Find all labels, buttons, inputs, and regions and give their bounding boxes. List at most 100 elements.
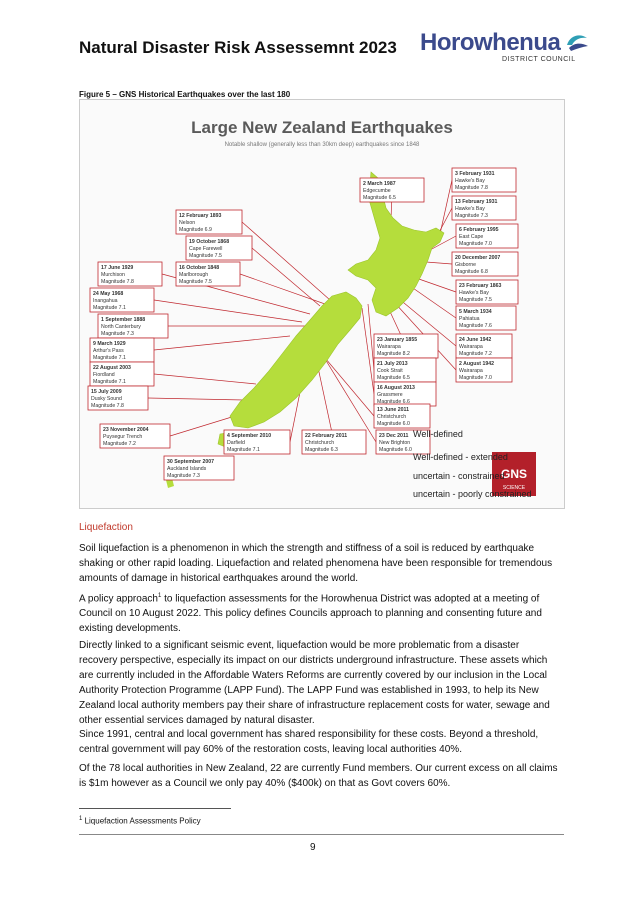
quake-magnitude: Magnitude 6.5 xyxy=(363,195,396,201)
quake-date: 24 June 1942 xyxy=(459,337,491,343)
earthquake-map: Large New Zealand Earthquakes Notable sh… xyxy=(87,118,536,496)
quake-label-box xyxy=(373,381,437,407)
quake-label-box xyxy=(455,305,517,331)
pointer-line xyxy=(321,353,377,443)
quake-date: 9 March 1929 xyxy=(93,341,126,347)
paragraph-3: Directly linked to a significant seismic… xyxy=(79,640,550,726)
quake-magnitude: Magnitude 7.1 xyxy=(93,305,126,311)
quake-magnitude: Magnitude 7.0 xyxy=(459,241,492,247)
quake-magnitude: Magnitude 6.6 xyxy=(377,399,410,405)
quake-label-box xyxy=(89,337,155,363)
quake-date: 23 February 1863 xyxy=(459,283,502,289)
quake-magnitude: Magnitude 7.0 xyxy=(459,375,492,381)
quake-date: 4 September 2010 xyxy=(227,433,271,439)
quake-place: Cape Farewell xyxy=(189,246,222,252)
quake-date: 23 November 2004 xyxy=(103,427,149,433)
paragraph-2: A policy approach1 to liquefaction asses… xyxy=(79,589,559,636)
footnote-text: Liquefaction Assessments Policy xyxy=(84,816,201,826)
quake-place: Puysegur Trench xyxy=(103,434,142,440)
pointer-line xyxy=(315,357,335,443)
paragraph-2-start: A policy approach xyxy=(79,593,158,605)
legend-uncertain-poorly-constrained: uncertain - poorly constrained xyxy=(413,489,532,499)
section-heading: Liquefaction xyxy=(79,522,133,533)
pointer-line xyxy=(439,179,453,235)
pointer-line xyxy=(319,351,375,417)
footnote: 1 Liquefaction Assessments Policy xyxy=(79,816,201,826)
quake-date: 30 September 2007 xyxy=(167,459,214,465)
quake-date: 16 October 1848 xyxy=(179,265,219,271)
quake-label-box xyxy=(89,361,155,387)
pointer-line xyxy=(397,297,457,347)
paragraph-1: Soil liquefaction is a phenomenon in whi… xyxy=(79,543,553,584)
quake-label-box xyxy=(175,209,243,235)
legend-well-defined: Well-defined xyxy=(413,429,463,439)
logo-wordmark: Horowhenua xyxy=(420,29,561,56)
quake-magnitude: Magnitude 7.3 xyxy=(101,331,134,337)
quake-label-box xyxy=(373,333,439,359)
quake-date: 24 May 1968 xyxy=(93,291,123,297)
quake-date: 15 July 2009 xyxy=(91,389,122,395)
quake-label-box xyxy=(451,167,517,193)
quake-place: Hawke's Bay xyxy=(455,178,485,184)
quake-magnitude: Magnitude 8.2 xyxy=(377,351,410,357)
quake-place: Auckland Islands xyxy=(167,466,207,472)
paragraph-5: Of the 78 local authorities in New Zeala… xyxy=(79,763,558,789)
quake-label-box xyxy=(87,385,149,411)
quake-magnitude: Magnitude 6.9 xyxy=(179,227,212,233)
quake-place: Wairarapa xyxy=(377,344,401,350)
quake-date: 21 July 2013 xyxy=(377,361,408,367)
quake-place: Inangahua xyxy=(93,298,118,304)
quake-date: 2 March 1987 xyxy=(363,181,396,187)
page-number: 9 xyxy=(310,842,316,853)
quake-date: 17 June 1929 xyxy=(101,265,133,271)
pointer-line xyxy=(425,261,453,265)
quake-magnitude: Magnitude 7.5 xyxy=(189,253,222,259)
quake-date: 13 June 2011 xyxy=(377,407,409,413)
quake-magnitude: Magnitude 6.3 xyxy=(305,447,338,453)
quake-date: 6 February 1995 xyxy=(459,227,499,233)
paragraph-2-rest: to liquefaction assessments for the Horo… xyxy=(79,593,542,635)
auckland-islands xyxy=(166,478,174,488)
quake-place: Darfield xyxy=(227,440,245,446)
footnote-ref: 1 xyxy=(157,593,162,599)
pointer-line xyxy=(241,221,331,301)
quake-place: Grassmere xyxy=(377,392,403,398)
quake-date: 16 August 2013 xyxy=(377,385,415,391)
gns-logo-sub: SCIENCE xyxy=(503,485,526,491)
quake-date: 13 February 1931 xyxy=(455,199,498,205)
quake-magnitude: Magnitude 6.8 xyxy=(455,269,488,275)
gns-logo: GNS SCIENCE xyxy=(492,452,536,496)
quake-place: Edgecumbe xyxy=(363,188,391,194)
quake-date: 23 Dec 2011 xyxy=(379,433,409,439)
quake-place: Hawke's Bay xyxy=(459,290,489,296)
quake-magnitude: Magnitude 6.0 xyxy=(377,421,410,427)
quake-magnitude: Magnitude 7.5 xyxy=(459,297,492,303)
quake-place: Arthur's Pass xyxy=(93,348,124,354)
footnote-divider xyxy=(79,808,231,809)
quake-place: Christchurch xyxy=(377,414,406,420)
pointer-line xyxy=(153,335,291,351)
quake-label-box xyxy=(373,403,431,429)
quake-place: Cook Strait xyxy=(377,368,403,374)
pointer-line xyxy=(147,397,245,401)
south-island xyxy=(229,291,363,429)
quake-magnitude: Magnitude 7.5 xyxy=(179,279,212,285)
quake-date: 2 August 1942 xyxy=(459,361,494,367)
quake-magnitude: Magnitude 7.1 xyxy=(93,379,126,385)
horowhenua-logo: Horowhenua DISTRICT COUNCIL xyxy=(420,29,590,67)
quake-label-box xyxy=(301,429,367,455)
